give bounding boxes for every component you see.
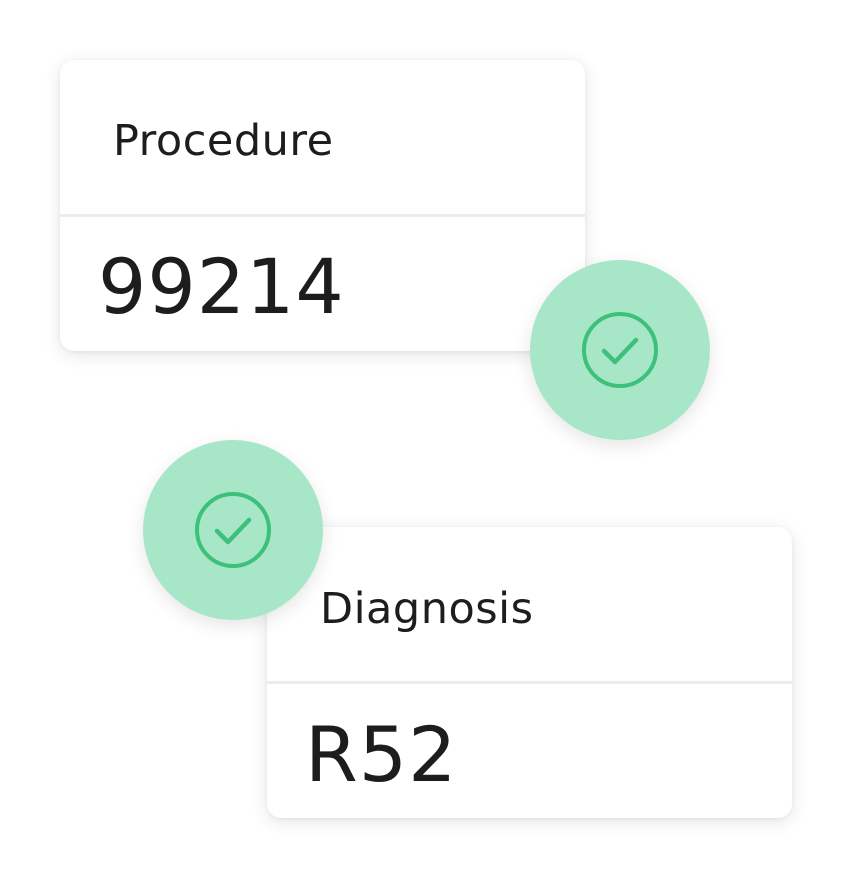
diagnosis-label: Diagnosis: [320, 584, 534, 634]
check-circle-icon: [582, 312, 658, 388]
procedure-label: Procedure: [113, 116, 334, 166]
diagnosis-card: Diagnosis R52: [267, 527, 792, 818]
diagnosis-code-value: R52: [305, 710, 458, 799]
procedure-verified-badge: [530, 260, 710, 440]
check-circle-icon: [195, 492, 271, 568]
diagnosis-verified-badge: [143, 440, 323, 620]
procedure-code-value: 99214: [98, 242, 345, 331]
procedure-card-header: Procedure: [60, 60, 585, 217]
diagnosis-card-header: Diagnosis: [267, 527, 792, 684]
procedure-card: Procedure 99214: [60, 60, 585, 351]
